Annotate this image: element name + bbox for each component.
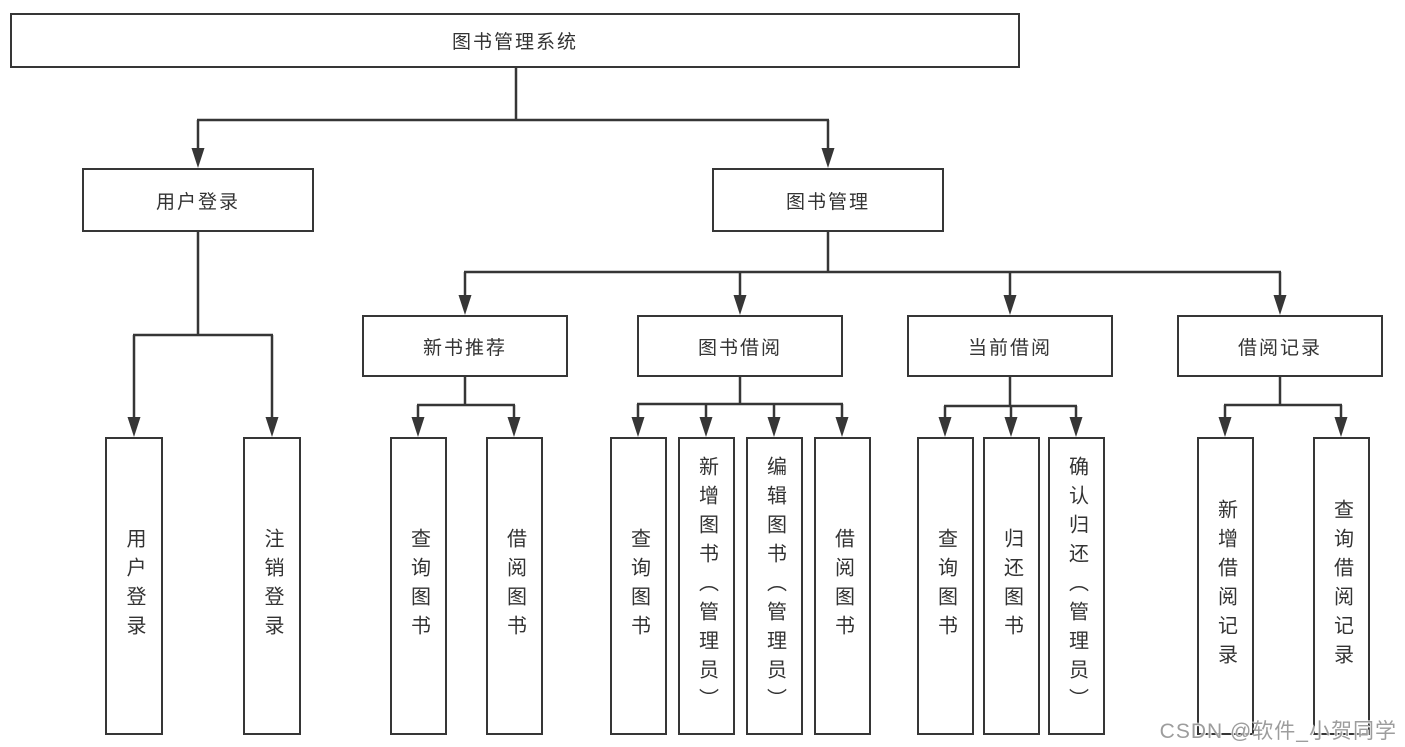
csdn-watermark: CSDN @软件_小贺同学: [1159, 720, 1397, 743]
leaf-query-books-current: 查询图书: [917, 437, 974, 735]
node-borrow-records: 借阅记录: [1177, 315, 1383, 377]
node-label: 图书借阅: [697, 337, 782, 359]
leaf-borrow-books: 借阅图书: [814, 437, 871, 735]
leaf-add-books-admin: 新增图书（管理员）: [678, 437, 735, 735]
node-root-system: 图书管理系统: [10, 13, 1020, 68]
node-new-book-recommend: 新书推荐: [362, 315, 568, 377]
leaf-add-borrow-record: 新增借阅记录: [1197, 437, 1254, 735]
leaf-confirm-return-admin: 确认归还（管理员）: [1048, 437, 1105, 735]
leaf-query-borrow-record: 查询借阅记录: [1313, 437, 1370, 735]
node-label: 图书管理: [785, 191, 870, 213]
node-current-borrow: 当前借阅: [907, 315, 1113, 377]
leaf-label: 查询图书: [627, 528, 650, 644]
leaf-logout: 注销登录: [243, 437, 301, 735]
leaf-label: 新增借阅记录: [1214, 499, 1237, 673]
node-book-management-branch: 图书管理: [712, 168, 944, 232]
node-user-login-branch: 用户登录: [82, 168, 314, 232]
node-label: 用户登录: [155, 191, 240, 213]
leaf-label: 查询图书: [934, 528, 957, 644]
node-root-label: 图书管理系统: [451, 32, 578, 53]
leaf-return-books: 归还图书: [983, 437, 1040, 735]
leaf-label: 借阅图书: [831, 528, 854, 644]
leaf-label: 注销登录: [261, 528, 283, 644]
leaf-label: 查询借阅记录: [1330, 499, 1353, 673]
leaf-borrow-books-recommend: 借阅图书: [486, 437, 543, 735]
node-label: 当前借阅: [967, 337, 1052, 359]
node-label: 新书推荐: [422, 337, 507, 359]
leaf-label: 编辑图书（管理员）: [763, 455, 786, 717]
leaf-query-books-recommend: 查询图书: [390, 437, 447, 735]
leaf-label: 新增图书（管理员）: [695, 455, 718, 717]
node-label: 借阅记录: [1237, 337, 1322, 359]
leaf-label: 借阅图书: [503, 528, 526, 644]
node-book-borrow: 图书借阅: [637, 315, 843, 377]
leaf-label: 归还图书: [1000, 528, 1023, 644]
leaf-label: 确认归还（管理员）: [1065, 455, 1088, 717]
leaf-user-login: 用户登录: [105, 437, 163, 735]
leaf-label: 查询图书: [407, 528, 430, 644]
leaf-edit-books-admin: 编辑图书（管理员）: [746, 437, 803, 735]
leaf-query-books-borrow: 查询图书: [610, 437, 667, 735]
leaf-label: 用户登录: [123, 528, 145, 644]
